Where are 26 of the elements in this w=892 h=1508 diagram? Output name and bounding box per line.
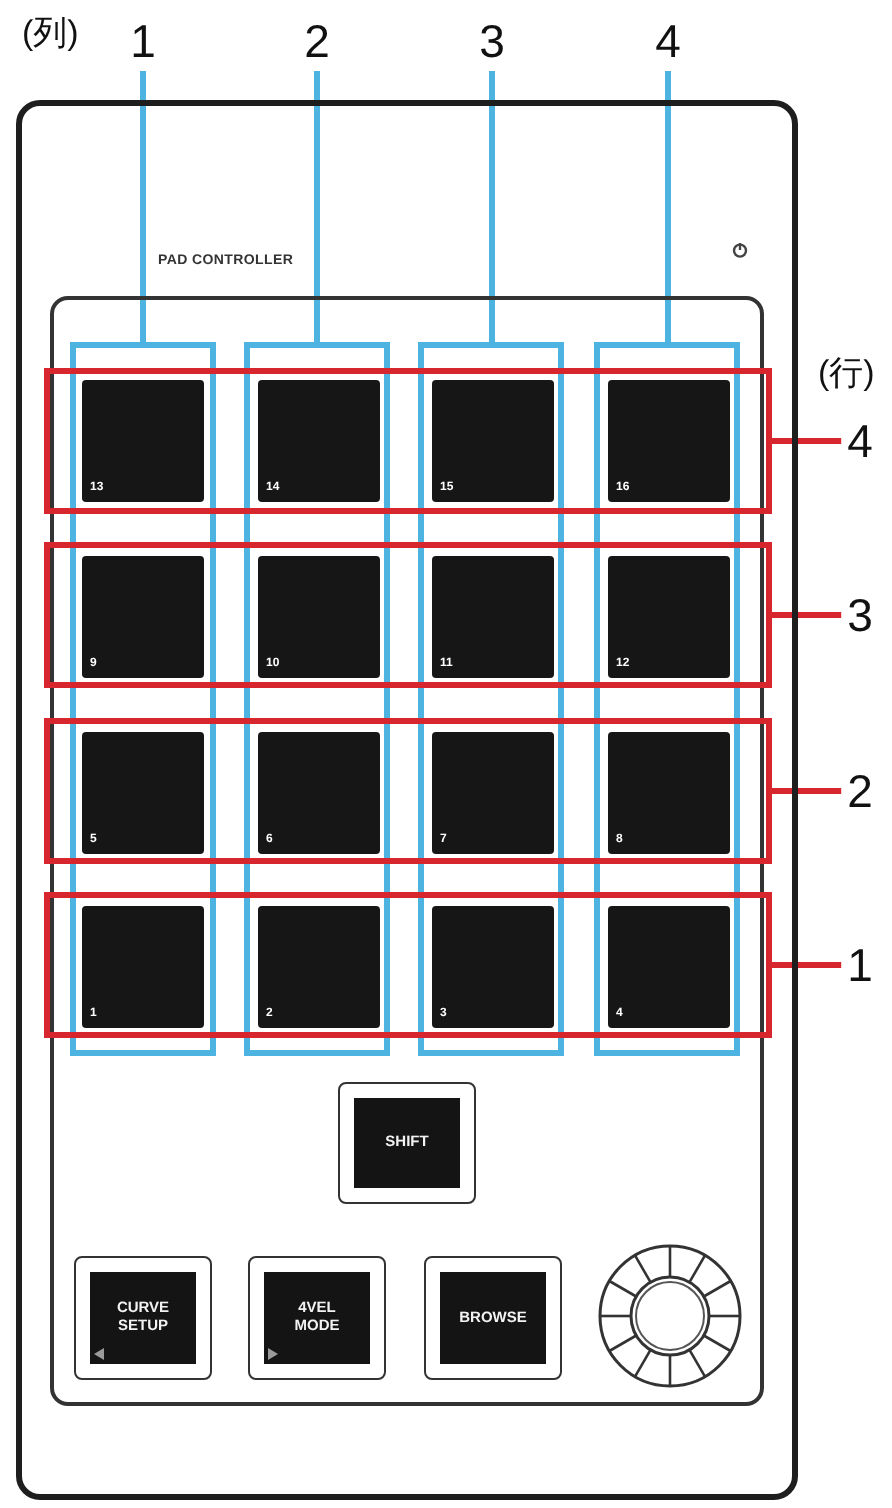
leader-line: [770, 612, 842, 618]
row-number: 1: [847, 942, 873, 988]
row-frame: [44, 542, 772, 688]
column-number: 4: [655, 19, 681, 65]
row-number: 2: [847, 768, 873, 814]
column-number: 1: [130, 19, 156, 65]
leader-line: [770, 788, 842, 794]
leader-line: [140, 71, 146, 344]
row-frame: [44, 718, 772, 864]
column-number: 3: [479, 19, 505, 65]
column-bracket: [418, 342, 564, 1056]
leader-line: [770, 438, 842, 444]
row-frame: [44, 892, 772, 1038]
leader-line: [770, 962, 842, 968]
row-number: 3: [847, 592, 873, 638]
column-bracket: [594, 342, 740, 1056]
row-frame: [44, 368, 772, 514]
column-heading: (列): [22, 16, 79, 50]
column-number: 2: [304, 19, 330, 65]
leader-line: [665, 71, 671, 344]
row-heading: (行): [818, 356, 875, 390]
leader-line: [489, 71, 495, 344]
column-bracket: [244, 342, 390, 1056]
row-number: 4: [847, 418, 873, 464]
column-bracket: [70, 342, 216, 1056]
leader-line: [314, 71, 320, 344]
